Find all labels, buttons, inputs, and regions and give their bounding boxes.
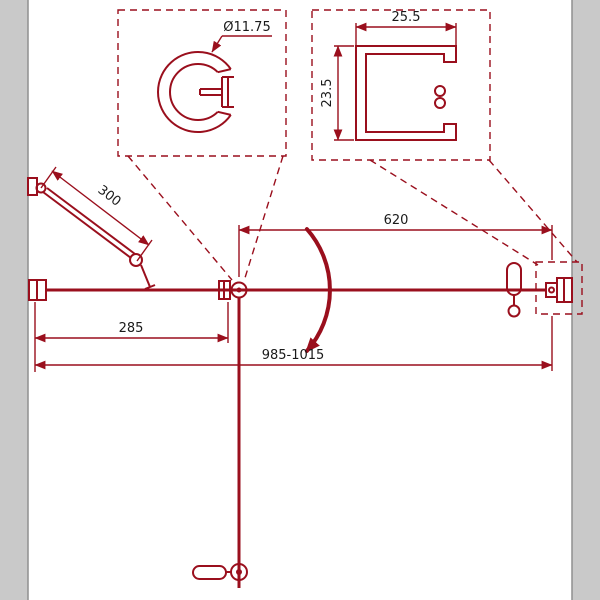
callout-bracket-rect [535,261,583,315]
strut-clamp-link [140,264,151,288]
section-joint [217,110,232,116]
door-handle-open [192,563,248,581]
right-wall-bracket [545,277,573,303]
strut-clamp [129,253,143,267]
knob-diameter-label: Ø11.75 [223,20,270,35]
dim-knob-diameter: Ø11.75 [211,20,272,53]
hinge-pin [236,287,242,293]
dim-door-width: 620 [238,213,553,277]
profile-clip [434,85,446,97]
knob-ball [507,304,521,318]
dim-profile-width: 25.5 [355,10,457,45]
profile-outline [355,45,457,141]
strut-clamp-foot [144,284,156,290]
dim-profile-height: 23.5 [320,45,354,141]
leader-line [127,155,233,281]
door-swing-arc [304,227,332,353]
wall-to-hinge-label: 285 [119,321,144,336]
profile-width-label: 25.5 [392,10,421,25]
knob-section-drawing [157,51,234,133]
bracket-clamp [545,282,558,298]
section-inner-arc [169,63,219,121]
strut-length-label: 300 [95,183,124,210]
dim-line [51,170,150,246]
dim-leader-arrow [211,35,223,53]
profile-height-label: 23.5 [320,79,335,108]
callout-wall-profile [311,9,578,266]
section-joint [217,68,232,74]
strut-pivot [35,182,47,194]
section-insert-profile [199,76,234,108]
door-handle-plan [506,262,522,318]
wall-right [571,0,600,600]
callout-knob-box [117,9,287,157]
handle-rosette [230,563,248,581]
ext-line [136,239,153,262]
wall-right-fill [572,0,600,600]
dim-overall-width: 985-1015 [34,316,553,371]
leader-line [243,155,284,282]
wall-left-fill [0,0,28,600]
dim-strut-length: 300 [40,166,153,262]
strut-wall-anchor [27,177,38,196]
profile-clip [434,97,446,109]
door-width-label: 620 [384,213,409,228]
section-outer-arc [157,51,232,133]
overall-width-label: 985-1015 [262,348,325,363]
leader-line [369,159,539,266]
dim-wall-to-hinge: 285 [34,302,229,372]
leader-line [488,159,578,263]
bracket-screw [548,286,555,294]
wall-left [0,0,29,600]
ext-line [40,166,57,189]
callout-profile-box [311,9,491,161]
handle-pin [236,569,242,575]
handle-grip [192,565,227,580]
left-wall-bracket [28,279,47,301]
support-strut [27,177,156,290]
wall-profile-drawing [355,45,457,141]
